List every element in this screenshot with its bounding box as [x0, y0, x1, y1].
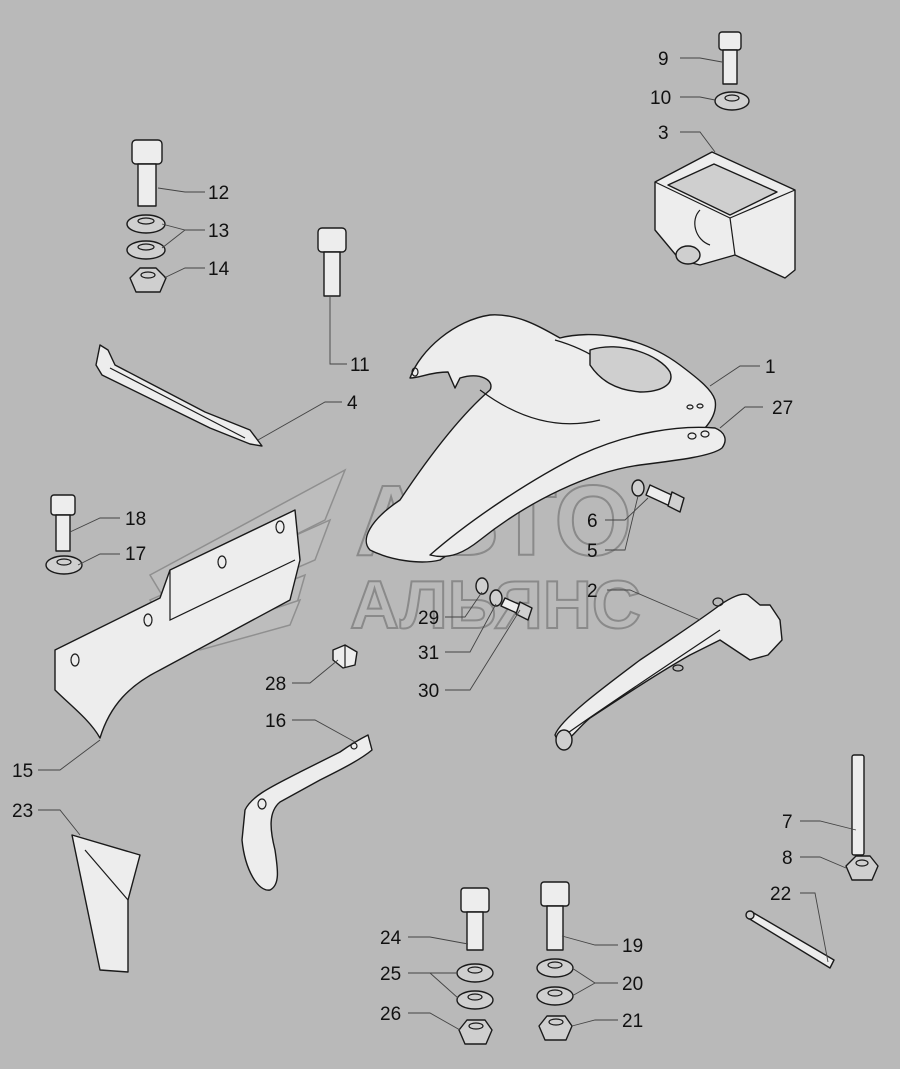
callout-6: 6: [587, 511, 598, 532]
callout-8: 8: [782, 848, 793, 869]
part-22-pin: [745, 910, 835, 969]
part-14-nut: [129, 267, 167, 293]
callout-31: 31: [418, 643, 439, 664]
callout-22: 22: [770, 884, 791, 905]
part-31-washer: [489, 589, 503, 607]
callout-7: 7: [782, 812, 793, 833]
part-10-washer: [714, 91, 750, 111]
callout-15: 15: [12, 761, 33, 782]
callout-5: 5: [587, 541, 598, 562]
part-18-bolt: [50, 494, 76, 552]
part-13-washers: [126, 214, 166, 260]
callout-21: 21: [622, 1011, 643, 1032]
part-3-bracket: [654, 151, 796, 279]
callout-11: 11: [350, 355, 370, 376]
callout-18: 18: [125, 509, 146, 530]
callout-16: 16: [265, 711, 286, 732]
callout-23: 23: [12, 801, 33, 822]
part-1-arm: [365, 314, 717, 563]
part-2-bracket: [554, 593, 783, 751]
part-9-bolt: [718, 31, 742, 85]
part-19-bolt: [540, 881, 570, 951]
part-15-plate: [54, 509, 301, 739]
part-5-washer: [631, 479, 645, 497]
callout-labels: 9 10 3 12 13 14 11 1 4 27 18 6 17 5 2 29…: [12, 49, 793, 1032]
callout-14: 14: [208, 259, 230, 280]
part-29-washer: [475, 577, 489, 595]
part-16-bracket: [241, 734, 373, 891]
callout-28: 28: [265, 674, 286, 695]
part-12-bolt: [131, 139, 163, 207]
part-25-washers: [456, 963, 494, 1010]
callout-30: 30: [418, 681, 439, 702]
callout-26: 26: [380, 1004, 401, 1025]
part-4-link: [95, 344, 263, 447]
callout-12: 12: [208, 183, 229, 204]
part-30-bolt: [500, 597, 533, 621]
callout-10: 10: [650, 88, 671, 109]
callout-17: 17: [125, 544, 146, 565]
part-11-bolt: [317, 227, 347, 297]
callout-4: 4: [347, 393, 358, 414]
callout-1: 1: [765, 357, 776, 378]
callout-3: 3: [658, 123, 669, 144]
callout-27: 27: [772, 398, 793, 419]
part-21-nut: [538, 1015, 573, 1041]
part-17-washer: [45, 555, 83, 575]
callout-24: 24: [380, 928, 402, 949]
callout-29: 29: [418, 608, 439, 629]
callout-13: 13: [208, 221, 229, 242]
callout-2: 2: [587, 581, 598, 602]
part-26-nut: [458, 1019, 493, 1045]
part-6-bolt: [645, 484, 685, 513]
part-8-nut: [845, 855, 879, 881]
part-28-clip: [332, 644, 358, 669]
callout-25: 25: [380, 964, 401, 985]
part-23-plate: [71, 834, 141, 973]
part-7-stud: [851, 754, 865, 856]
leader-lines: [38, 57, 857, 1031]
callout-19: 19: [622, 936, 643, 957]
callout-9: 9: [658, 49, 669, 70]
callout-20: 20: [622, 974, 643, 995]
part-27-arm-plate: [429, 426, 726, 558]
part-24-bolt: [460, 887, 490, 951]
part-20-washers: [536, 958, 574, 1006]
